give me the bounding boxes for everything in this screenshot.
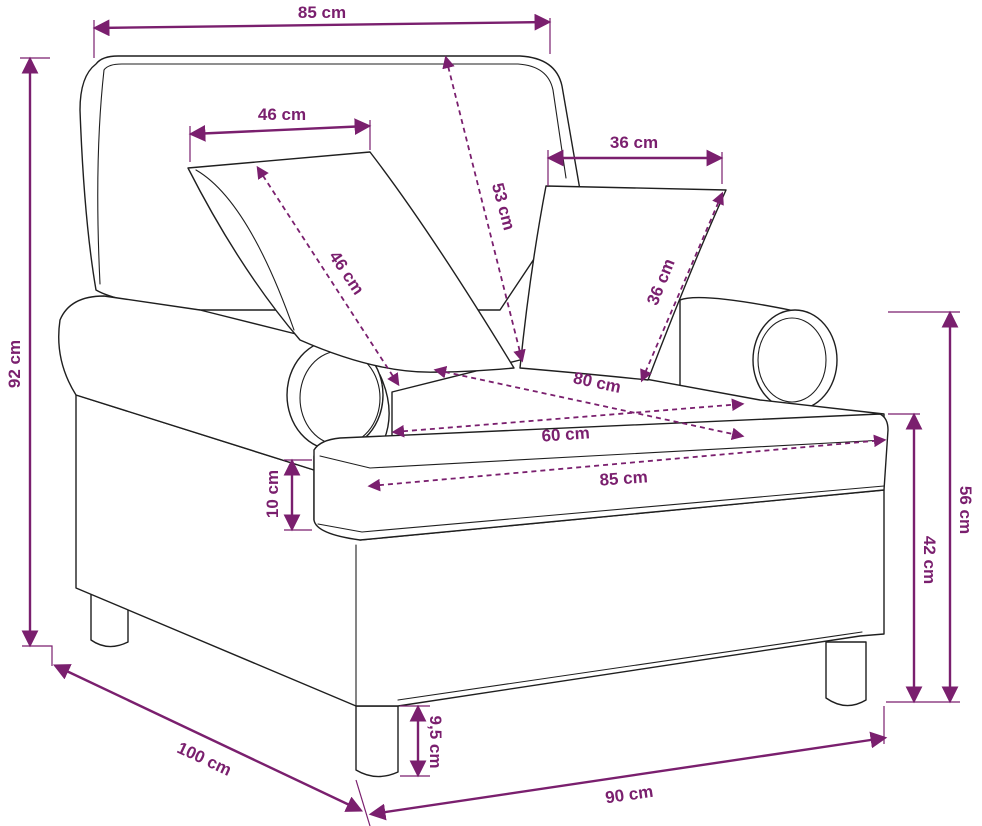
leg-front	[355, 705, 399, 778]
dim-top-width-line	[92, 13, 552, 37]
label-back-pillow-width: 46 cm	[258, 105, 306, 124]
label-seat-depth: 60 cm	[541, 423, 590, 445]
label-seat-height-top: 56 cm	[956, 486, 975, 534]
dim-width-line	[368, 731, 888, 821]
dim-depth-line	[52, 664, 364, 812]
dim-back-pillow-width-line	[188, 118, 372, 142]
label-seat-height: 42 cm	[920, 536, 939, 584]
leg-back-right	[825, 641, 867, 707]
label-cushion-thickness: 10 cm	[263, 470, 282, 518]
right-arm-scroll	[752, 309, 838, 411]
label-seat-front-width: 85 cm	[599, 467, 648, 489]
label-leg-height: 9,5 cm	[426, 716, 445, 769]
dim-seat-depth-line	[391, 398, 745, 438]
label-small-pillow-width: 36 cm	[610, 133, 658, 152]
backrest-piping-left	[97, 69, 105, 285]
dim-back-pillow-diagonal-line	[256, 165, 400, 387]
label-width: 90 cm	[604, 782, 654, 808]
base-bottom-edge	[397, 631, 863, 701]
dimension-lines	[20, 13, 960, 826]
label-depth: 100 cm	[174, 738, 234, 780]
dim-small-pillow-diagonal-line	[640, 191, 724, 383]
seat-cushion-piping-bottom	[317, 485, 885, 533]
dim-back-height-line	[442, 55, 526, 363]
label-top-width: 85 cm	[298, 3, 346, 22]
label-total-height: 92 cm	[5, 340, 24, 388]
